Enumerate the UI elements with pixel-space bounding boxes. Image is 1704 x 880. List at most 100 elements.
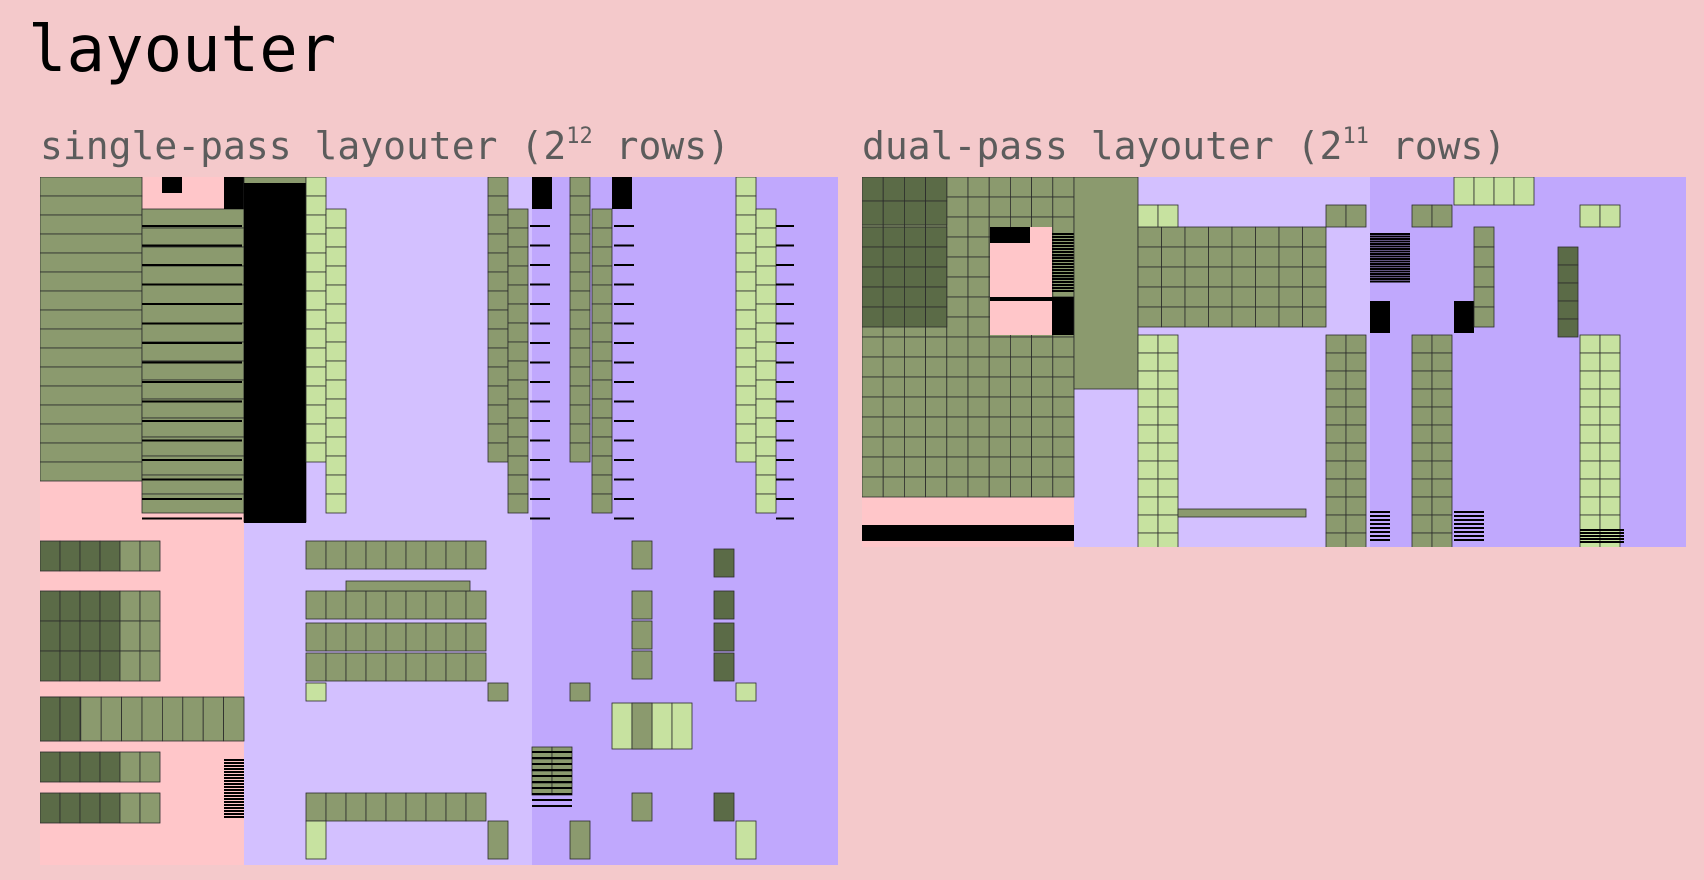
bar-black bbox=[530, 400, 550, 403]
bar-black bbox=[244, 249, 306, 251]
cell-light bbox=[1157, 496, 1179, 516]
bar-black bbox=[530, 283, 550, 286]
cell-olive bbox=[967, 416, 990, 438]
cell-olive bbox=[882, 416, 905, 438]
cell-light bbox=[305, 309, 327, 330]
cell-olive bbox=[40, 271, 143, 292]
cell-olive bbox=[862, 456, 884, 478]
cell-light bbox=[325, 227, 347, 248]
cell-olive bbox=[1208, 246, 1233, 268]
cell-olive bbox=[405, 622, 427, 652]
bar-black bbox=[1052, 242, 1074, 244]
bar-black bbox=[224, 771, 244, 773]
cell-olive bbox=[967, 236, 990, 258]
cell-light bbox=[735, 442, 757, 463]
bar-black bbox=[244, 289, 306, 291]
cell-olive bbox=[385, 622, 407, 652]
cell-olive bbox=[80, 696, 102, 742]
cell-olive bbox=[405, 590, 427, 620]
cell-olive bbox=[569, 177, 591, 197]
cell-dark bbox=[79, 620, 101, 652]
cell-olive bbox=[1431, 370, 1453, 390]
cell-olive bbox=[569, 309, 591, 330]
cell-dark bbox=[1557, 282, 1579, 302]
bar-black bbox=[1052, 239, 1074, 241]
cell-olive bbox=[487, 214, 509, 235]
bar-black bbox=[244, 241, 306, 243]
bar-black bbox=[244, 307, 306, 309]
cell-olive bbox=[425, 792, 447, 822]
cell-light bbox=[305, 290, 327, 311]
bar-black bbox=[244, 229, 306, 231]
bar-black bbox=[142, 361, 242, 364]
cell-olive bbox=[445, 792, 467, 822]
bar-black bbox=[244, 299, 306, 301]
cell-dark bbox=[1557, 300, 1579, 320]
cell-light bbox=[325, 436, 347, 457]
bar-black bbox=[244, 331, 306, 333]
bar-black bbox=[614, 400, 634, 403]
bar-black bbox=[1454, 511, 1484, 513]
bar-black bbox=[244, 479, 306, 481]
bar-black bbox=[532, 805, 572, 807]
bar-black bbox=[1052, 281, 1074, 283]
cell-olive bbox=[141, 246, 245, 267]
bar-black bbox=[1370, 258, 1410, 260]
cell-olive bbox=[40, 252, 143, 273]
cell-olive bbox=[1184, 226, 1209, 248]
cell-olive bbox=[1137, 286, 1162, 308]
bar-black bbox=[244, 511, 306, 513]
cell-dark bbox=[59, 590, 81, 622]
cell-olive bbox=[40, 195, 143, 216]
cell-olive bbox=[40, 233, 143, 254]
cell-light bbox=[1599, 352, 1621, 372]
cell-light bbox=[1157, 514, 1179, 534]
cell-olive bbox=[1052, 456, 1075, 478]
cell-light bbox=[325, 303, 347, 324]
cell-olive bbox=[1411, 352, 1433, 372]
cell-olive bbox=[1411, 388, 1433, 408]
cell-olive bbox=[1302, 306, 1327, 328]
bar-black bbox=[244, 441, 306, 443]
cell-light bbox=[325, 360, 347, 381]
cell-dark bbox=[59, 792, 81, 824]
cell-olive bbox=[946, 416, 969, 438]
cell-light bbox=[1599, 442, 1621, 462]
cell-olive bbox=[325, 540, 347, 570]
cell-dark bbox=[40, 650, 61, 682]
bar-black bbox=[244, 269, 306, 271]
cell-olive bbox=[1031, 436, 1054, 458]
bar-black bbox=[614, 420, 634, 422]
cell-olive bbox=[1231, 226, 1256, 248]
cell-light bbox=[755, 208, 777, 229]
cell-light bbox=[1137, 370, 1159, 390]
cell-light bbox=[755, 284, 777, 305]
cell-olive bbox=[305, 652, 327, 682]
cell-dark bbox=[99, 650, 121, 682]
cell-olive bbox=[882, 376, 905, 398]
cell-light bbox=[305, 423, 327, 444]
cell-olive bbox=[967, 336, 990, 358]
bar-black bbox=[1454, 515, 1484, 517]
bar-black bbox=[1052, 233, 1074, 235]
cell-olive bbox=[925, 436, 948, 458]
cell-olive bbox=[904, 396, 927, 418]
cell-dark bbox=[925, 266, 948, 288]
bar-black bbox=[776, 283, 794, 286]
bar-black bbox=[614, 283, 634, 286]
bar-black bbox=[244, 199, 306, 201]
cell-light bbox=[1599, 370, 1621, 390]
cell-olive bbox=[119, 650, 141, 682]
bar-black bbox=[1052, 245, 1074, 247]
cell-olive bbox=[631, 540, 653, 570]
bar-black bbox=[224, 783, 244, 785]
cell-olive bbox=[507, 208, 529, 229]
bar-black bbox=[1580, 535, 1624, 537]
cell-olive bbox=[591, 398, 613, 419]
cell-olive bbox=[1073, 177, 1139, 390]
cell-olive bbox=[507, 341, 529, 362]
cell-olive bbox=[1031, 356, 1054, 378]
cell-light bbox=[305, 252, 327, 273]
cell-olive bbox=[967, 256, 990, 278]
cell-olive bbox=[967, 456, 990, 478]
